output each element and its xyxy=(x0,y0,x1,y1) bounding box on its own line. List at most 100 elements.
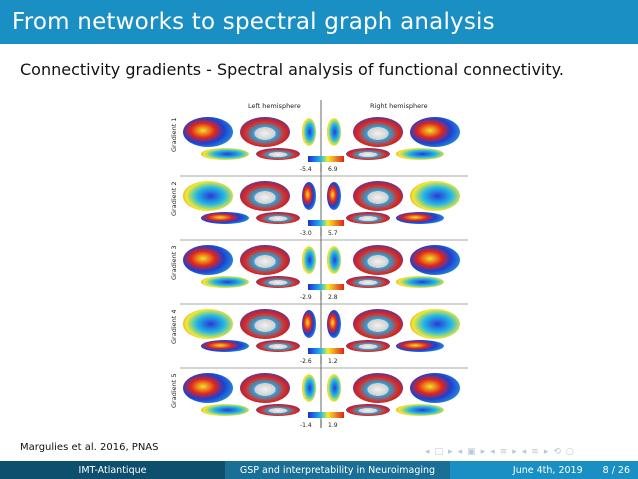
brain-ventral-left xyxy=(201,340,249,352)
colorbar-min-label: -3.0 xyxy=(300,230,312,237)
brain-dorsal-right xyxy=(346,148,390,160)
colorbar xyxy=(308,156,344,162)
colorbar-min-label: -5.4 xyxy=(300,166,312,173)
brain-lateral-right xyxy=(410,309,460,339)
nav-first-icon[interactable]: ◂ xyxy=(425,447,430,457)
brain-frontal-right xyxy=(327,310,341,338)
brain-ventral-right xyxy=(396,340,444,352)
gradient-figure: Left hemisphere Right hemisphere Gradien… xyxy=(168,98,472,430)
nav-next-icon[interactable]: ▸ xyxy=(448,447,453,457)
colorbar-min-label: -2.6 xyxy=(300,358,312,365)
brain-ventral-left xyxy=(201,148,249,160)
nav-prev-sub-icon[interactable]: ◂ xyxy=(490,447,495,457)
brain-medial-left xyxy=(240,245,290,275)
gradient-row: Gradient 3 -2.9 2.8 xyxy=(170,239,468,301)
brain-dorsal-right xyxy=(346,276,390,288)
gradient-label: Gradient 5 xyxy=(170,374,178,409)
colorbar-min-label: -1.4 xyxy=(300,422,312,429)
brain-frontal-right xyxy=(327,246,341,274)
brain-frontal-left xyxy=(302,182,316,210)
brain-dorsal-left xyxy=(256,340,300,352)
footer-right: June 4th, 2019 8 / 26 xyxy=(450,461,638,479)
brain-ventral-right xyxy=(396,404,444,416)
right-hemisphere-header: Right hemisphere xyxy=(370,102,428,110)
brain-lateral-left xyxy=(183,309,233,339)
brain-frontal-left xyxy=(302,374,316,402)
brain-dorsal-right xyxy=(346,212,390,224)
slide-title: From networks to spectral graph analysis xyxy=(12,9,495,35)
brain-frontal-right xyxy=(327,118,341,146)
footer-page-number: 8 / 26 xyxy=(602,464,630,476)
brain-lateral-left xyxy=(183,245,233,275)
colorbar-max-label: 6.9 xyxy=(328,166,338,173)
brain-frontal-left xyxy=(302,310,316,338)
nav-zoom-icon[interactable]: ○ xyxy=(565,447,574,457)
brain-frontal-right xyxy=(327,182,341,210)
slide-footer: IMT-Atlantique GSP and interpretability … xyxy=(0,461,638,479)
nav-sub-icon[interactable]: ≡ xyxy=(499,447,508,457)
slide-subtitle: Connectivity gradients - Spectral analys… xyxy=(20,60,564,79)
nav-next-sub-icon[interactable]: ▸ xyxy=(512,447,517,457)
brain-medial-right xyxy=(353,373,403,403)
brain-dorsal-right xyxy=(346,404,390,416)
brain-frontal-left xyxy=(302,118,316,146)
nav-next-slide-icon[interactable]: ▸ xyxy=(543,447,549,457)
brain-dorsal-right xyxy=(346,340,390,352)
gradient-label: Gradient 4 xyxy=(170,310,178,345)
nav-search-icon[interactable]: ⟲ xyxy=(553,447,561,457)
colorbar-max-label: 2.8 xyxy=(328,294,338,301)
colorbar xyxy=(308,412,344,418)
brain-lateral-right xyxy=(410,181,460,211)
brain-lateral-right xyxy=(410,373,460,403)
footer-talk-title: GSP and interpretability in Neuroimaging xyxy=(225,461,450,479)
slide-title-bar: From networks to spectral graph analysis xyxy=(0,0,638,44)
colorbar xyxy=(308,348,344,354)
beamer-navigation[interactable]: ◂ □ ▸ ◂ ▣ ▸ ◂ ≡ ▸ ◂ ≡ ▸ ⟲ ○ xyxy=(425,446,635,458)
brain-lateral-left xyxy=(183,373,233,403)
nav-prev-section-icon[interactable]: ◂ xyxy=(457,447,463,457)
nav-frame-icon[interactable]: □ xyxy=(434,447,444,457)
colorbar-max-label: 1.9 xyxy=(328,422,338,429)
gradient-row: Gradient 2 -3.0 5.7 xyxy=(170,175,468,237)
brain-ventral-right xyxy=(396,212,444,224)
brain-dorsal-left xyxy=(256,212,300,224)
nav-prev-slide-icon[interactable]: ◂ xyxy=(521,447,527,457)
brain-medial-left xyxy=(240,309,290,339)
gradient-row: Gradient 4 -2.6 1.2 xyxy=(170,303,468,365)
brain-dorsal-left xyxy=(256,276,300,288)
left-hemisphere-header: Left hemisphere xyxy=(248,102,301,110)
brain-dorsal-left xyxy=(256,404,300,416)
brain-lateral-left xyxy=(183,117,233,147)
brain-frontal-left xyxy=(302,246,316,274)
brain-medial-left xyxy=(240,117,290,147)
footer-date: June 4th, 2019 xyxy=(512,464,583,476)
colorbar xyxy=(308,220,344,226)
colorbar xyxy=(308,284,344,290)
brain-medial-right xyxy=(353,309,403,339)
brain-lateral-right xyxy=(410,245,460,275)
brain-lateral-right xyxy=(410,117,460,147)
colorbar-max-label: 1.2 xyxy=(328,358,338,365)
citation: Margulies et al. 2016, PNAS xyxy=(20,442,159,453)
brain-medial-right xyxy=(353,181,403,211)
brain-medial-right xyxy=(353,245,403,275)
gradient-row: Gradient 1 -5.4 6.9 xyxy=(170,117,460,173)
colorbar-min-label: -2.9 xyxy=(300,294,312,301)
nav-next-section-icon[interactable]: ▸ xyxy=(480,447,486,457)
brain-ventral-right xyxy=(396,148,444,160)
brain-medial-left xyxy=(240,181,290,211)
nav-slide-icon[interactable]: ≡ xyxy=(531,447,539,457)
nav-section-icon[interactable]: ▣ xyxy=(467,447,476,457)
brain-dorsal-left xyxy=(256,148,300,160)
brain-lateral-left xyxy=(183,181,233,211)
brain-medial-right xyxy=(353,117,403,147)
gradient-label: Gradient 2 xyxy=(170,182,178,217)
colorbar-max-label: 5.7 xyxy=(328,230,338,237)
gradient-label: Gradient 3 xyxy=(170,246,178,281)
brain-frontal-right xyxy=(327,374,341,402)
brain-ventral-left xyxy=(201,276,249,288)
brain-medial-left xyxy=(240,373,290,403)
gradient-label: Gradient 1 xyxy=(170,118,178,153)
gradient-figure-svg: Left hemisphere Right hemisphere Gradien… xyxy=(170,100,468,429)
